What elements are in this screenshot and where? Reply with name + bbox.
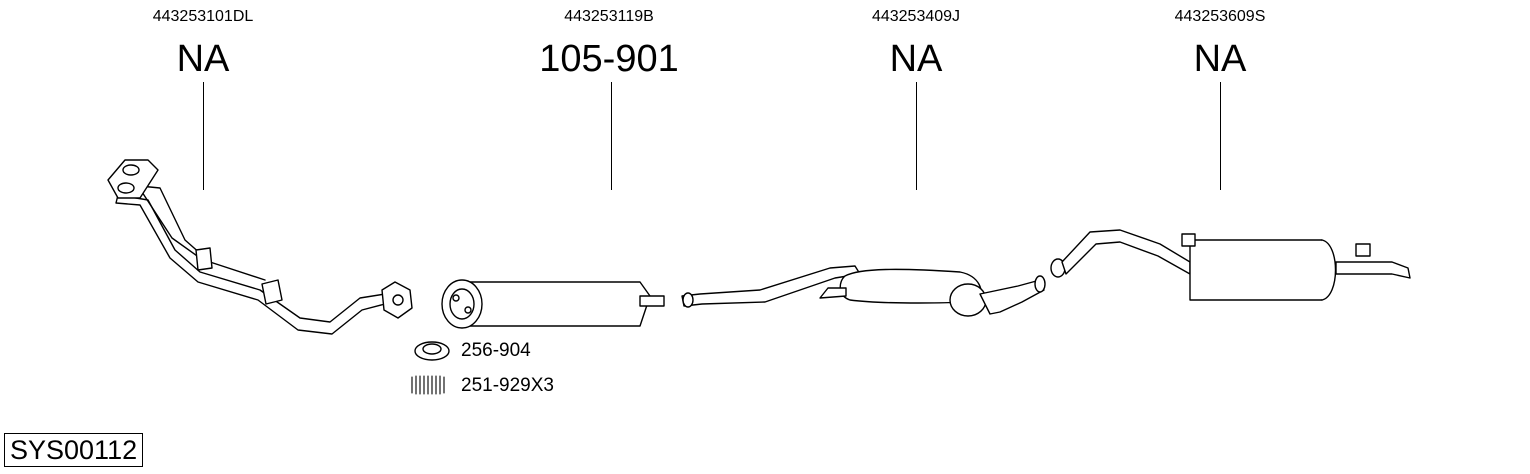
spring-icon xyxy=(411,375,445,395)
part-number-4[interactable]: NA xyxy=(1193,38,1247,80)
oe-number-1: 443253101DL xyxy=(152,8,254,25)
accessory-spring-label[interactable]: 251-929X3 xyxy=(461,375,554,396)
oe-number-2: 443253119B xyxy=(564,8,654,25)
centre-silencer xyxy=(441,279,665,329)
part-number-1[interactable]: NA xyxy=(176,38,230,80)
front-pipe xyxy=(107,159,413,335)
system-id: SYS00112 xyxy=(4,433,144,467)
rear-silencer xyxy=(1050,229,1411,301)
accessory-gasket-label[interactable]: 256-904 xyxy=(461,340,531,361)
part-number-2[interactable]: 105-901 xyxy=(539,38,679,80)
leader-line-1 xyxy=(203,82,204,190)
oe-number-3: 443253409J xyxy=(871,8,961,25)
leader-line-3 xyxy=(916,82,917,190)
middle-silencer-assembly xyxy=(681,265,1046,317)
leader-line-2 xyxy=(611,82,612,190)
leader-line-4 xyxy=(1220,82,1221,190)
oe-number-4: 443253609S xyxy=(1174,8,1266,25)
part-number-3[interactable]: NA xyxy=(889,38,943,80)
gasket-ring-icon xyxy=(414,341,450,361)
